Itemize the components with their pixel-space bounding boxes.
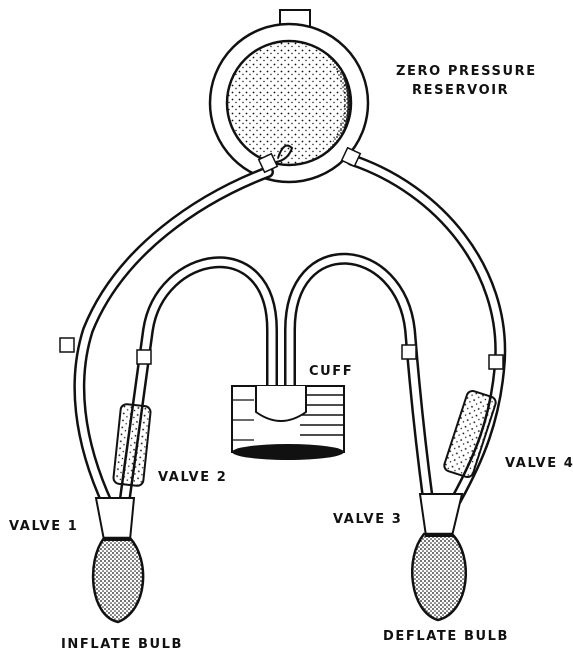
tube-cuff-to-valve3 [290, 259, 428, 500]
cuff [232, 386, 344, 460]
deflate-bulb-label: DEFLATE BULB [383, 629, 509, 644]
deflate-bulb [412, 534, 466, 620]
reservoir-label-line2: RESERVOIR [412, 83, 509, 98]
reservoir-label-line1: ZERO PRESSURE [396, 64, 537, 79]
valve-2-label: VALVE 2 [158, 470, 227, 485]
valve-1-label: VALVE 1 [9, 519, 78, 534]
valve-4-label: VALVE 4 [505, 456, 573, 471]
cuff-tube-entry [256, 386, 306, 421]
tube-cuff-to-valve2 [124, 262, 272, 505]
inflate-bulb-label: INFLATE BULB [61, 637, 183, 652]
inflate-bulb [93, 538, 143, 622]
valve-1-body [96, 498, 134, 540]
cuff-label: CUFF [309, 364, 353, 379]
valve-3-label: VALVE 3 [333, 512, 402, 527]
valve-3-body [420, 494, 462, 536]
valve-2-cylinder [113, 404, 151, 487]
